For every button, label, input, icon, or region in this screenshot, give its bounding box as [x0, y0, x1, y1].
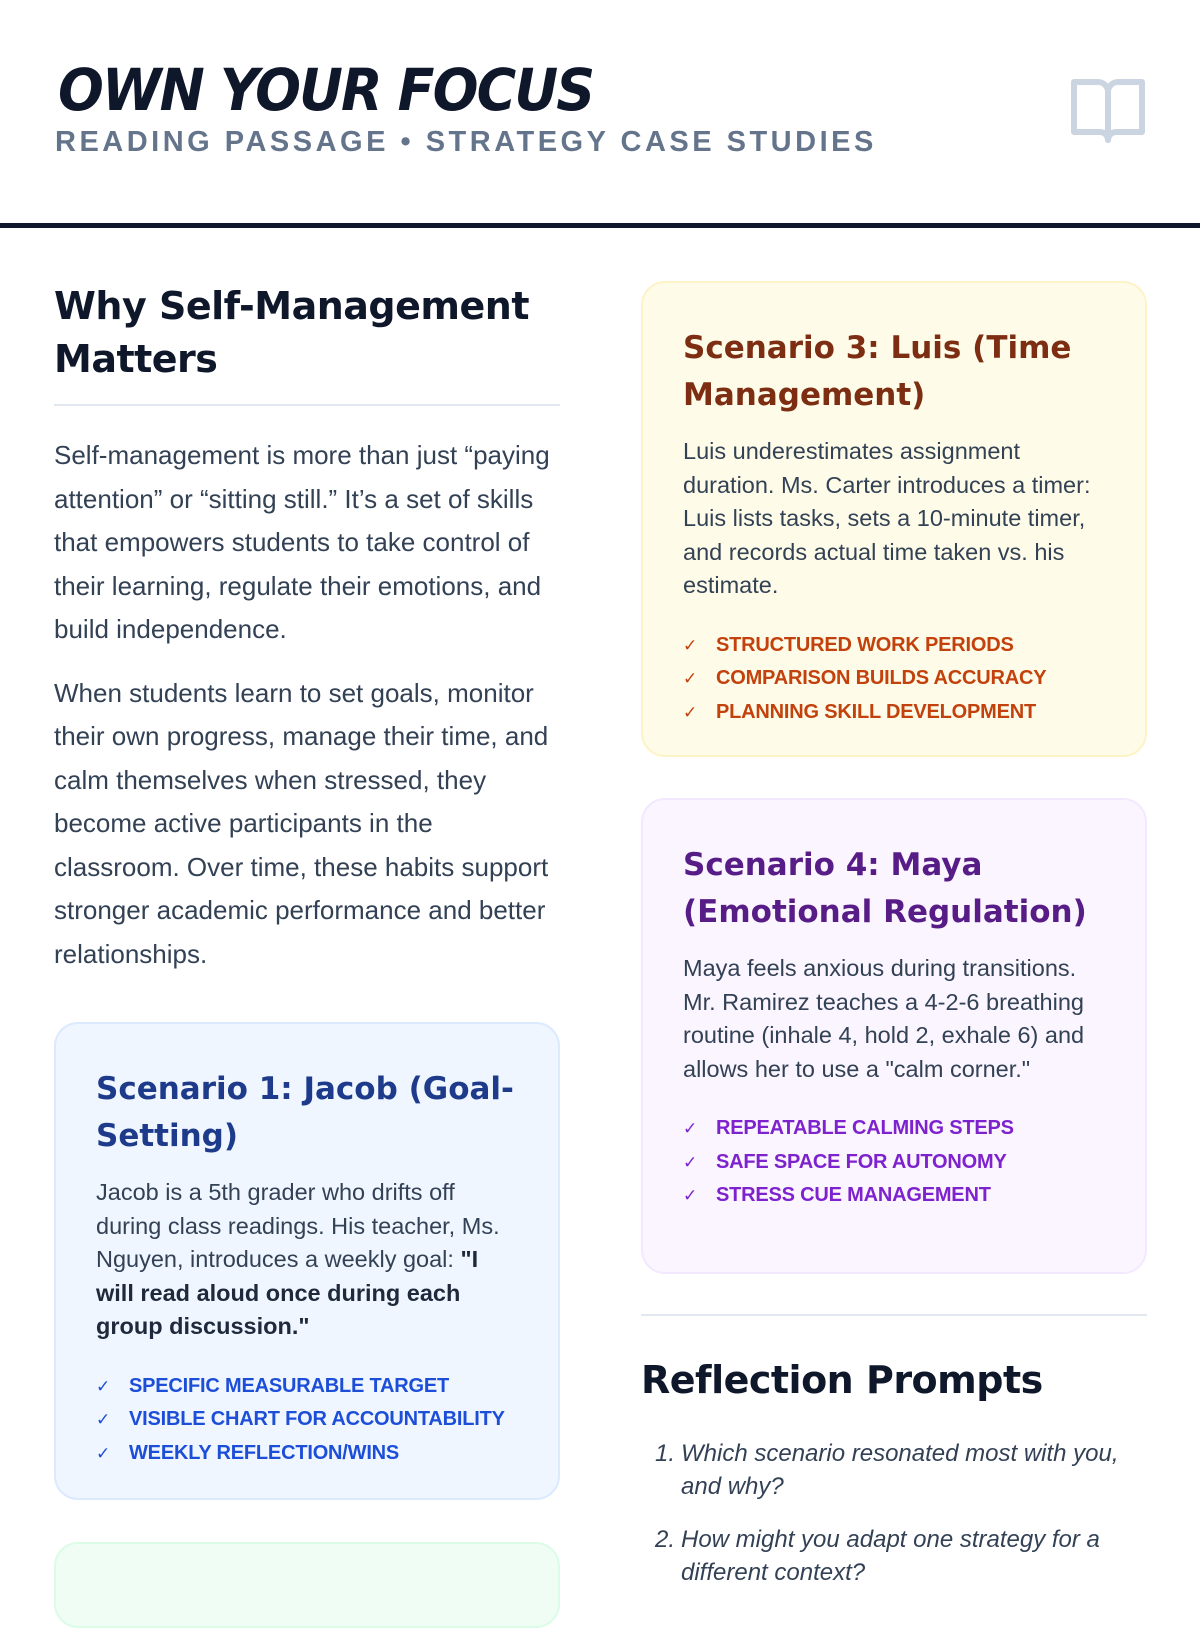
scenario-text: Maya feels anxious during transitions. M… — [683, 955, 1085, 1082]
strategy-point: ✓SPECIFIC MEASURABLE TARGET — [96, 1370, 518, 1404]
left-column: Why Self-Management Matters Self-managem… — [54, 280, 560, 1628]
scenario-card-jacob: Scenario 1: Jacob (Goal-Setting) Jacob i… — [54, 1022, 560, 1500]
scenario-text: Luis underestimates assignment duration.… — [683, 438, 1091, 598]
page-title: OWN YOUR FOCUS — [58, 56, 595, 124]
check-icon: ✓ — [683, 669, 698, 688]
reflection-heading: Reflection Prompts — [641, 1358, 1043, 1402]
book-open-icon — [1071, 79, 1145, 143]
check-icon: ✓ — [96, 1410, 111, 1429]
scenario-card-2 — [54, 1542, 560, 1628]
reflection-list: 1.Which scenario resonated most with you… — [641, 1437, 1147, 1589]
check-icon: ✓ — [683, 1119, 698, 1138]
check-icon: ✓ — [683, 1152, 698, 1172]
intro-section: Why Self-Management Matters — [54, 280, 560, 406]
check-icon: ✓ — [96, 1443, 111, 1463]
scenario-card-maya: Scenario 4: Maya (Emotional Regulation) … — [641, 798, 1147, 1274]
divider — [641, 1314, 1147, 1316]
strategy-point: ✓COMPARISON BUILDS ACCURACY — [683, 662, 1105, 696]
header: OWN YOUR FOCUS READING PASSAGE • STRATEG… — [0, 0, 1200, 228]
strategy-point: ✓VISIBLE CHART FOR ACCOUNTABILITY — [96, 1403, 518, 1437]
scenario-title: Scenario 4: Maya (Emotional Regulation) — [683, 847, 1087, 930]
scenario-text: Jacob is a 5th grader who drifts off dur… — [96, 1179, 500, 1339]
intro-heading: Why Self-Management Matters — [54, 284, 529, 381]
intro-paragraph: When students learn to set goals, monito… — [54, 677, 549, 969]
strategy-point: ✓PLANNING SKILL DEVELOPMENT — [683, 696, 1105, 730]
check-icon: ✓ — [683, 1186, 698, 1205]
reflection-prompt: 1.Which scenario resonated most with you… — [655, 1440, 1119, 1500]
strategy-point: ✓STRESS CUE MANAGEMENT — [683, 1179, 1105, 1213]
goal-quote: "I will read aloud once during each grou… — [96, 1246, 479, 1339]
right-column: Scenario 3: Luis (Time Management) Luis … — [641, 281, 1147, 1609]
strategy-point: ✓REPEATABLE CALMING STEPS — [683, 1112, 1105, 1146]
strategy-point: ✓WEEKLY REFLECTION/WINS — [96, 1437, 518, 1471]
intro-paragraph: Self-management is more than just “payin… — [54, 440, 550, 644]
strategy-point: ✓SAFE SPACE FOR AUTONOMY — [683, 1146, 1105, 1180]
scenario-card-luis: Scenario 3: Luis (Time Management) Luis … — [641, 281, 1147, 757]
check-icon: ✓ — [96, 1376, 111, 1396]
scenario-title: Scenario 3: Luis (Time Management) — [683, 330, 1072, 413]
reflection-prompt: 2.How might you adapt one strategy for a… — [655, 1526, 1100, 1586]
scenario-title: Scenario 1: Jacob (Goal-Setting) — [96, 1071, 514, 1154]
check-icon: ✓ — [683, 702, 698, 722]
strategy-point: ✓STRUCTURED WORK PERIODS — [683, 629, 1105, 663]
check-icon: ✓ — [683, 635, 698, 655]
page-subtitle: READING PASSAGE • STRATEGY CASE STUDIES — [55, 126, 877, 158]
